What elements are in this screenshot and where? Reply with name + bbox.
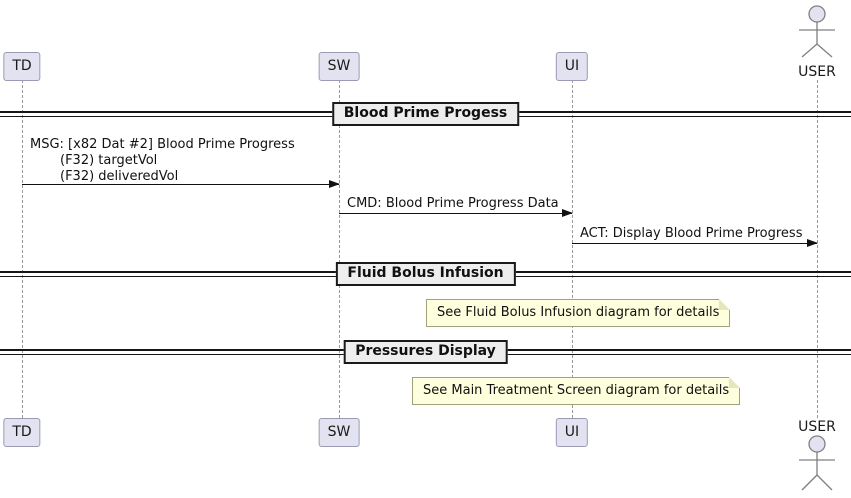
message-line: (F32) targetVol: [60, 153, 158, 168]
divider-blood-prime-progress: Blood Prime Progess: [0, 102, 851, 126]
actor-user-label-bottom: USER: [798, 419, 836, 435]
note-text: See Main Treatment Screen diagram for de…: [423, 383, 730, 398]
participant-sw-bottom: SW: [318, 418, 360, 447]
participant-ui-top: UI: [555, 52, 589, 81]
message-td-sw-arrow: [22, 179, 340, 188]
lifeline-sw: [339, 80, 340, 418]
lifeline-user: [817, 80, 818, 418]
divider-label: Pressures Display: [343, 340, 508, 364]
participant-td-bottom: TD: [3, 418, 41, 447]
participant-td-top: TD: [3, 52, 41, 81]
participant-ui-bottom: UI: [555, 418, 589, 447]
note-main-treatment-screen: See Main Treatment Screen diagram for de…: [412, 377, 741, 405]
message-sw-ui-arrow: [339, 208, 573, 217]
message-ui-user-arrow: [572, 238, 818, 247]
message-line: MSG: [x82 Dat #2] Blood Prime Progress: [30, 137, 295, 152]
message-ui-user-label: ACT: Display Blood Prime Progress: [580, 226, 803, 241]
divider-label: Blood Prime Progess: [331, 102, 520, 126]
message-td-sw-label: MSG: [x82 Dat #2] Blood Prime Progress (…: [30, 137, 295, 185]
note-text: See Fluid Bolus Infusion diagram for det…: [437, 305, 720, 320]
message-sw-ui-label: CMD: Blood Prime Progress Data: [347, 196, 559, 211]
note-fluid-bolus: See Fluid Bolus Infusion diagram for det…: [426, 299, 731, 327]
arrowhead-icon: [329, 179, 340, 188]
divider-label: Fluid Bolus Infusion: [335, 262, 516, 286]
lifeline-td: [22, 80, 23, 418]
arrowhead-icon: [562, 208, 573, 217]
divider-fluid-bolus-infusion: Fluid Bolus Infusion: [0, 262, 851, 286]
divider-pressures-display: Pressures Display: [0, 340, 851, 364]
participant-sw-top: SW: [318, 52, 360, 81]
actor-user-label-top: USER: [798, 64, 836, 80]
message-line: (F32) deliveredVol: [60, 169, 179, 184]
user-actor-icon: [799, 5, 835, 58]
lifeline-ui: [572, 80, 573, 418]
user-actor-icon: [799, 435, 835, 491]
arrowhead-icon: [807, 238, 818, 247]
